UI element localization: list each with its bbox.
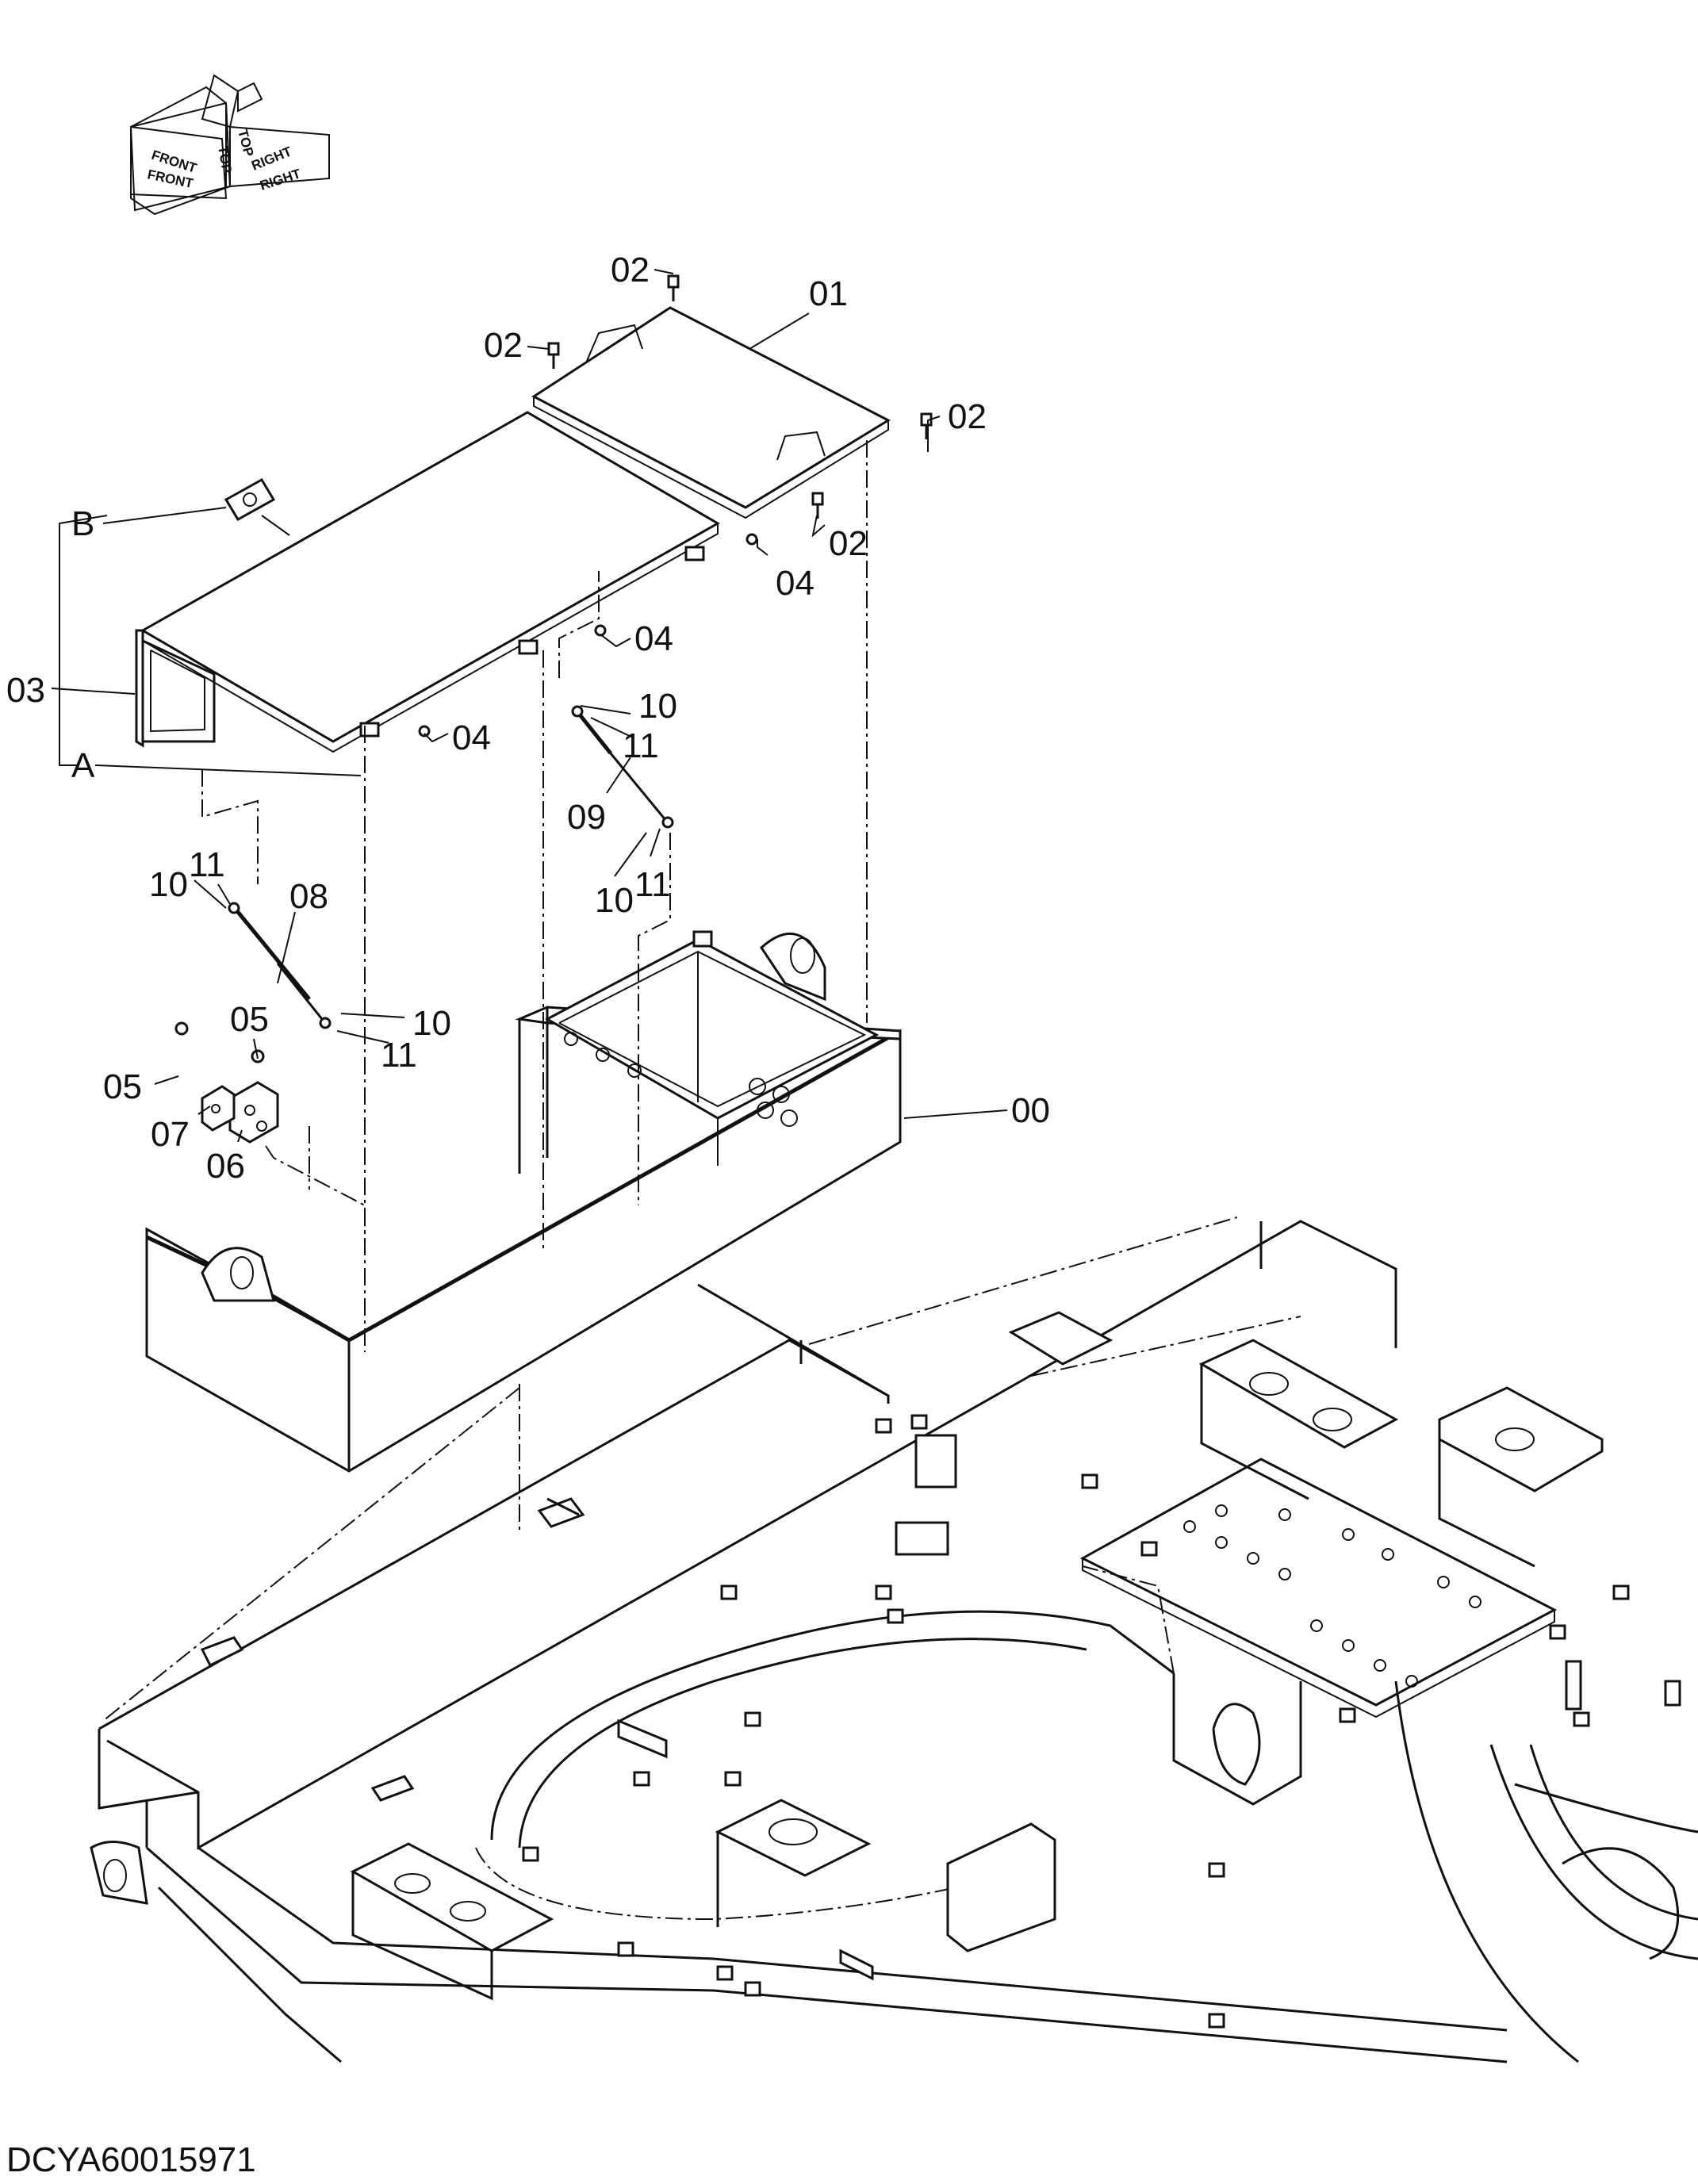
large-top-cover-03 [135,411,721,753]
bracket-07 [201,1085,366,1249]
leader-lines [51,269,1008,1143]
callout-11-d: 11 [381,1036,417,1075]
callout-11-b: 11 [634,865,671,904]
gas-strut-08 [201,769,332,1029]
callout-04-a: 04 [776,564,815,603]
orient-right-2: RIGHT [258,166,303,193]
callout-A: A [71,746,95,785]
callout-00: 00 [1011,1091,1050,1130]
callout-B: B [71,504,94,543]
callout-10-d: 10 [412,1004,451,1043]
mount-plate-holes [1183,1504,1481,1688]
bracket-06 [228,1081,279,1144]
callout-07: 07 [151,1115,190,1154]
battery-box-00 [145,650,902,1531]
upper-frame-structure [90,1217,1698,2063]
gas-strut-09 [558,571,674,1205]
callout-10-b: 10 [595,881,634,920]
callout-04-b: 04 [634,619,673,658]
drawing-code: DCYA60015971 [6,2140,256,2179]
callout-02-b: 02 [484,326,523,365]
callout-11-c: 11 [189,845,225,884]
orient-top-2: TOP [235,128,256,158]
callout-04-c: 04 [452,718,491,757]
orient-top-1: TOP [215,144,235,174]
callout-10-c: 10 [149,865,188,904]
callout-02-c: 02 [948,397,987,436]
frame-clips [200,930,1681,2029]
callout-03: 03 [6,671,45,710]
orientation-icon: FRONT FRONT TOP TOP RIGHT RIGHT [129,74,330,216]
callout-05-a: 05 [230,1000,269,1039]
top-cover-plate-01 [531,306,891,1023]
callout-10-a: 10 [638,687,677,726]
callout-09: 09 [567,798,606,837]
callout-06: 06 [206,1147,245,1186]
bolts [174,274,933,1063]
callout-08: 08 [289,877,328,916]
callout-11-a: 11 [623,726,659,765]
callout-02-d: 02 [829,524,868,563]
callout-05-b: 05 [103,1067,142,1106]
callout-02-a: 02 [611,251,650,289]
callout-01: 01 [809,274,848,313]
callout-labels: 00 01 02 02 02 02 03 04 04 04 05 05 06 0… [6,251,1050,1186]
